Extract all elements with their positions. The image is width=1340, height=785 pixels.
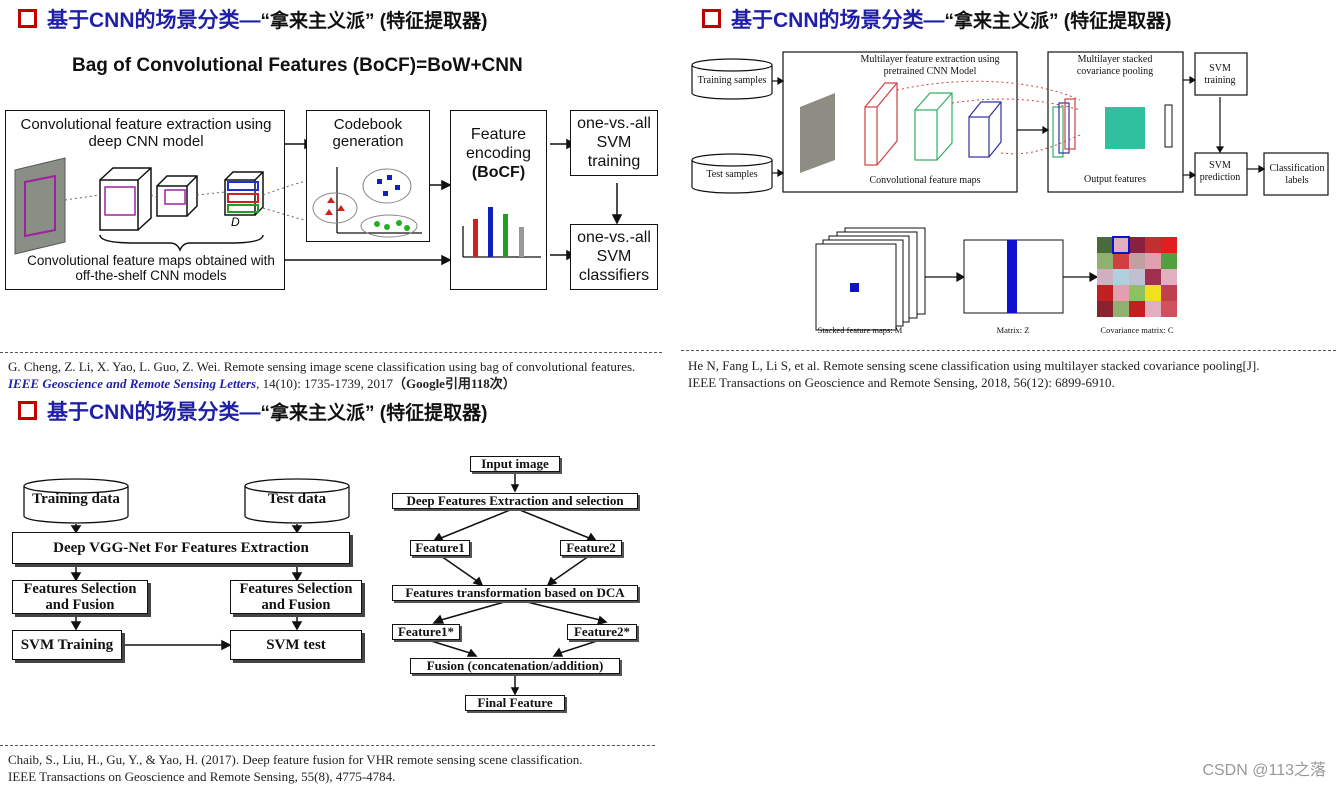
conv-extraction-label: Convolutional feature extraction using d… xyxy=(20,116,272,150)
feature2-box: Feature2 xyxy=(560,540,622,556)
svm-classifiers-box: one-vs.-all SVM classifiers xyxy=(570,224,658,290)
bocf-diagram: D xyxy=(14,138,623,266)
feature1-star-box: Feature1* xyxy=(392,624,460,640)
svm-training-box: one-vs.-all SVM training xyxy=(570,110,658,176)
codebook-label: Codebook generation xyxy=(332,116,404,150)
features-selection-left-box: Features Selection and Fusion xyxy=(12,580,148,614)
svm-training-box: SVM Training xyxy=(12,630,122,660)
divider-top-left xyxy=(0,352,662,353)
vgg-extraction-box: Deep VGG-Net For Features Extraction xyxy=(12,532,350,564)
dca-transformation-box: Features transformation based on DCA xyxy=(392,585,638,601)
test-samples-label: Test samples xyxy=(706,169,758,180)
training-data-label: Training data xyxy=(32,491,120,507)
vgg-fusion-flow-arrows xyxy=(23,472,608,696)
test-data-label: Test data xyxy=(267,491,327,507)
classification-labels-label: Classification labels xyxy=(1269,163,1325,186)
deep-features-box: Deep Features Extraction and selection xyxy=(392,493,638,509)
feature1-box: Feature1 xyxy=(410,540,470,556)
codebook-cluster-plot xyxy=(312,167,422,238)
slide-title-top-left: 基于CNN的场景分类—“拿来主义派” (特征提取器) xyxy=(18,4,487,34)
svm-prediction-label: SVM prediction xyxy=(1199,160,1241,183)
red-square-icon xyxy=(702,9,721,28)
divider-bottom-left xyxy=(0,745,655,746)
input-image-box: Input image xyxy=(470,456,560,472)
svm-test-box: SVM test xyxy=(230,630,362,660)
training-samples-label: Training samples xyxy=(697,75,767,86)
csdn-watermark: CSDN @113之落 xyxy=(1202,762,1326,779)
reference-bottom-left: Chaib, S., Liu, H., Gu, Y., & Yao, H. (2… xyxy=(8,752,583,784)
encoding-label-1: Feature xyxy=(470,126,527,143)
feature-encoding-box: Feature encoding (BoCF) xyxy=(450,110,547,290)
slide-title-bottom-left: 基于CNN的场景分类—“拿来主义派” (特征提取器) xyxy=(18,396,487,426)
covariance-c-caption: Covariance matrix: C xyxy=(1100,325,1174,335)
svm-training-label: SVM training xyxy=(1204,63,1236,86)
covariance-matrix-grid xyxy=(1097,236,1177,317)
final-feature-box: Final Feature xyxy=(465,695,565,711)
multilayer-extraction-label: Multilayer feature extraction using pret… xyxy=(860,54,1000,77)
slide-title-top-right: 基于CNN的场景分类—“拿来主义派” (特征提取器) xyxy=(702,4,1171,34)
bocf-subtitle: Bag of Convolutional Features (BoCF)=BoW… xyxy=(72,55,523,76)
stacked-pooling-label: Multilayer stacked covariance pooling xyxy=(1076,54,1154,77)
features-selection-right-box: Features Selection and Fusion xyxy=(230,580,362,614)
aerial-image-thumbnail xyxy=(14,157,66,255)
red-square-icon xyxy=(18,401,37,420)
stacked-maps-caption: Stacked feature maps: M xyxy=(817,325,903,335)
depth-d-label: D xyxy=(231,215,240,229)
codebook-box: Codebook generation xyxy=(306,110,430,242)
reference-top-right: He N, Fang L, Li S, et al. Remote sensin… xyxy=(688,358,1260,390)
covariance-pooling-diagram xyxy=(691,51,1329,331)
matrix-z-caption: Matrix: Z xyxy=(996,325,1030,335)
encoding-label-3: (BoCF) xyxy=(471,164,526,181)
reference-top-left: G. Cheng, Z. Li, X. Yao, L. Guo, Z. Wei.… xyxy=(8,359,636,391)
histogram-icon xyxy=(462,207,541,258)
red-square-icon xyxy=(18,9,37,28)
divider-top-right xyxy=(681,350,1336,351)
covariance-heatmap-thumbnail xyxy=(1105,107,1145,149)
fusion-box: Fusion (concatenation/addition) xyxy=(410,658,620,674)
feature-maps-label: Convolutional feature maps obtained with… xyxy=(27,253,275,283)
aerial-image-thumbnail xyxy=(800,93,835,173)
output-features-label: Output features xyxy=(1084,174,1146,185)
feature2-star-box: Feature2* xyxy=(567,624,637,640)
encoding-label-2: encoding xyxy=(466,145,531,162)
conv-feature-maps-label: Convolutional feature maps xyxy=(869,175,981,186)
